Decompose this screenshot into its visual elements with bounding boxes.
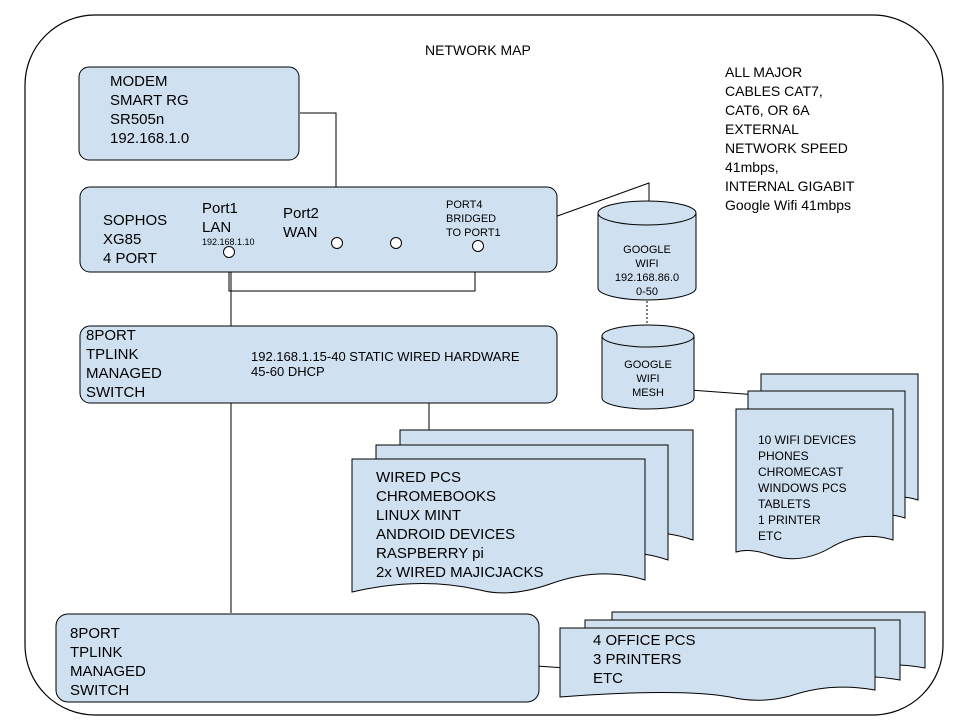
notes-line: NETWORK SPEED (725, 140, 848, 156)
wifi-device-item: CHROMECAST (758, 465, 844, 479)
notes-line: INTERNAL GIGABIT (725, 178, 855, 194)
switch2-line: SWITCH (70, 682, 130, 699)
switch1-line: 8PORT (86, 327, 136, 344)
port4-jack (472, 240, 484, 252)
port1-jack (223, 246, 235, 258)
modem-line: 192.168.1.0 (110, 130, 190, 147)
wifi-device-item: PHONES (758, 449, 809, 463)
mesh-line: MESH (632, 387, 664, 399)
port1-ip: 192.168.1.10 (202, 237, 255, 247)
wired-device-item: WIRED PCS (376, 469, 462, 486)
port1-label: Port1 (202, 200, 238, 217)
notes-line: 41mbps, (725, 159, 779, 175)
wifi-device-item: TABLETS (758, 497, 811, 511)
switch2-line: 8PORT (70, 625, 120, 642)
wifi-device-item: 10 WIFI DEVICES (758, 433, 857, 447)
switch1-ip-range: 192.168.1.15-40 STATIC WIRED HARDWARE (251, 349, 520, 364)
google-wifi-line: GOOGLE (623, 244, 671, 256)
mesh-line: GOOGLE (624, 359, 672, 371)
google-wifi-cylinder (597, 200, 697, 301)
switch1-line: SWITCH (86, 384, 146, 401)
modem-line: SR505n (110, 111, 165, 128)
firewall-box (79, 186, 558, 273)
wifi-device-item: 1 PRINTER (758, 513, 821, 527)
notes-line: CABLES CAT7, (725, 83, 823, 99)
mesh-line: WIFI (636, 373, 660, 385)
switch1-line: TPLINK (86, 346, 139, 363)
wired-device-item: LINUX MINT (376, 507, 462, 524)
wifi-device-item: WINDOWS PCS (758, 481, 847, 495)
wifi-devices-stack (735, 373, 919, 560)
wired-device-item: 2x WIRED MAJICJACKS (376, 564, 544, 581)
port4-bridge-line: TO PORT1 (446, 227, 501, 239)
notes-line: Google Wifi 41mbps (725, 197, 852, 213)
page-title: NETWORK MAP (425, 42, 531, 58)
switch1-line: MANAGED (86, 365, 162, 382)
wired-devices-stack (351, 429, 694, 594)
port4-label: PORT4 (446, 199, 483, 211)
wired-device-item: CHROMEBOOKS (376, 488, 497, 505)
wifi-device-item: ETC (758, 529, 782, 543)
wired-device-item: ANDROID DEVICES (376, 526, 516, 543)
google-wifi-label: GOOGLE WIFI 192.168.86.0 0-50 (598, 243, 696, 299)
switch2-line: MANAGED (70, 663, 146, 680)
wired-device-item: RASPBERRY pi (376, 545, 484, 562)
switch1-box (79, 325, 558, 404)
switch2-line: TPLINK (70, 644, 123, 661)
notes-line: CAT6, OR 6A (725, 102, 810, 118)
google-wifi-line: 0-50 (635, 286, 659, 298)
google-wifi-line: 192.168.86.0 (614, 272, 680, 284)
port4-bridge-line: BRIDGED (446, 213, 497, 225)
google-wifi-mesh-cylinder (601, 324, 695, 410)
modem-line: MODEM (110, 73, 168, 90)
port2-type: WAN (283, 224, 318, 241)
port2-jack (331, 237, 343, 249)
firewall-line: SOPHOS (103, 212, 168, 229)
office-device-item: ETC (593, 670, 623, 687)
office-device-item: 3 PRINTERS (593, 651, 682, 668)
notes-line: ALL MAJOR (725, 64, 803, 80)
port2-label: Port2 (283, 205, 319, 222)
port3-jack (390, 237, 402, 249)
firewall-line: XG85 (103, 231, 142, 248)
office-device-item: 4 OFFICE PCS (593, 632, 696, 649)
port1-type: LAN (202, 219, 232, 236)
notes-line: EXTERNAL (725, 121, 799, 137)
switch1-dhcp-range: 45-60 DHCP (251, 364, 325, 379)
google-wifi-mesh-label: GOOGLE WIFI MESH (602, 358, 694, 400)
modem-box (78, 66, 300, 161)
switch2-box (55, 613, 540, 703)
firewall-line: 4 PORT (103, 250, 157, 267)
office-devices-stack (559, 611, 926, 701)
modem-line: SMART RG (110, 92, 189, 109)
mesh-to-wifi-devices-cable (689, 389, 759, 396)
google-wifi-line: WIFI (635, 258, 659, 270)
